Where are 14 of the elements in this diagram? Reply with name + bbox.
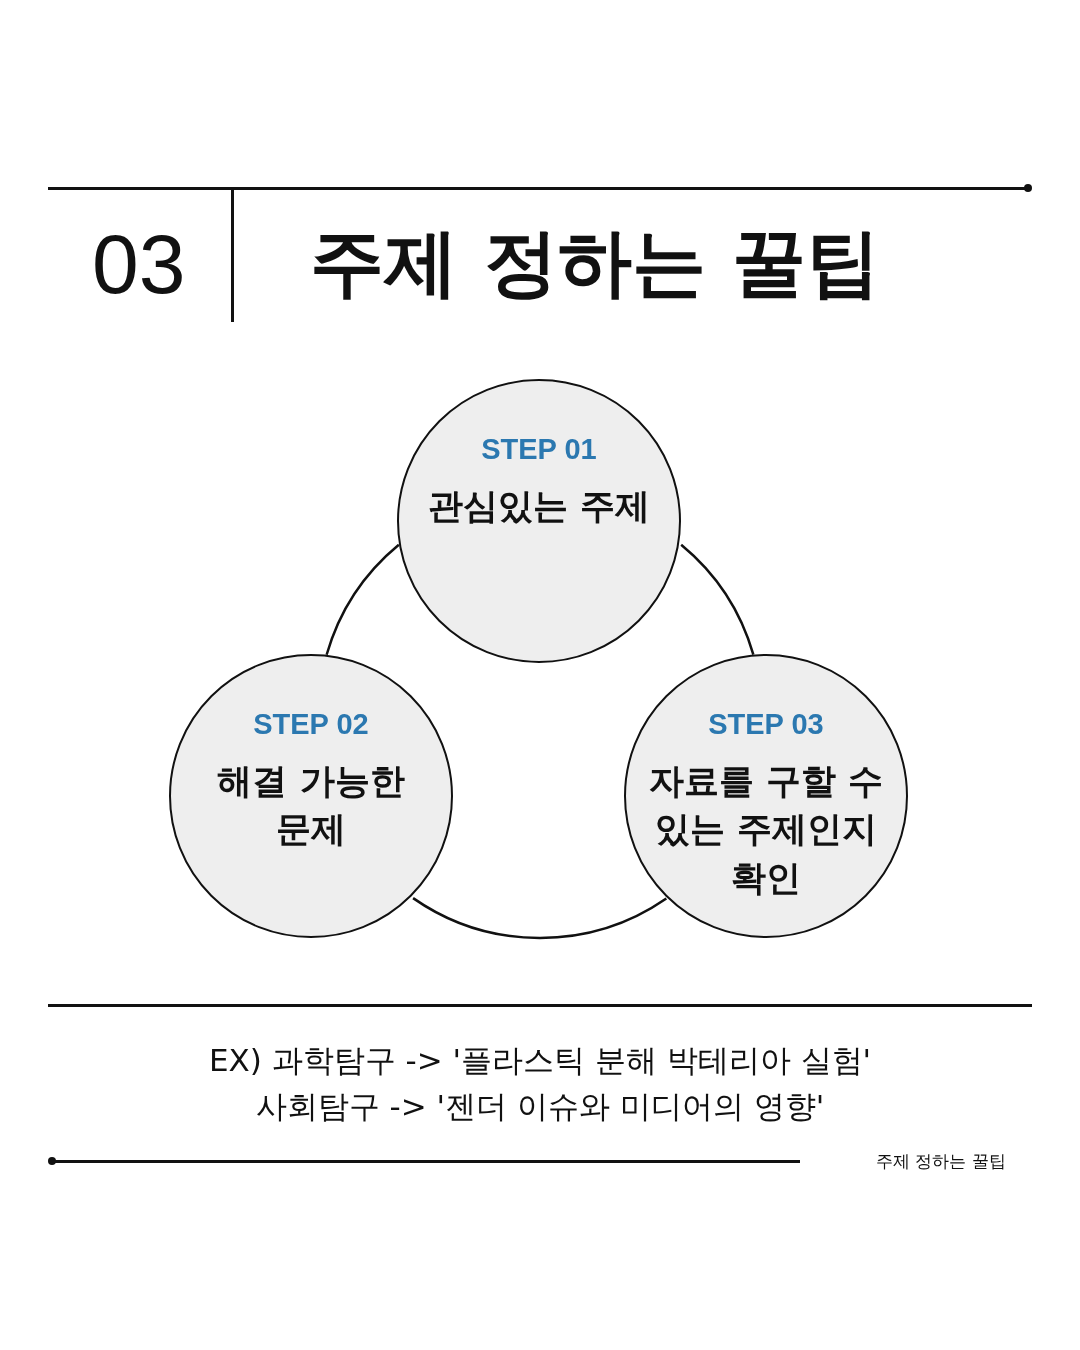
example-text: EX) 과학탐구 -> '플라스틱 분해 박테리아 실험' (207, 1041, 873, 1080)
step-text: 관심있는 주제 (426, 485, 652, 528)
section-number: 03 (92, 222, 186, 306)
connector-arc (325, 543, 400, 656)
footer-text: 주제 정하는 꿀팁 (876, 1150, 1006, 1173)
step-label: STEP 02 (253, 708, 369, 741)
example-text: 사회탐구 -> '젠더 이슈와 미디어의 영향' (254, 1087, 826, 1126)
step-text: 해결 가능한 문제 (216, 760, 406, 852)
title: 주제 정하는 꿀팁 (310, 222, 880, 304)
step-label: STEP 01 (481, 433, 597, 466)
connector-arc (680, 543, 755, 656)
step-label: STEP 03 (708, 708, 824, 741)
connector-arc (412, 897, 667, 940)
step-text: 자료를 구할 수 있는 주제인지 확인 (647, 760, 885, 900)
